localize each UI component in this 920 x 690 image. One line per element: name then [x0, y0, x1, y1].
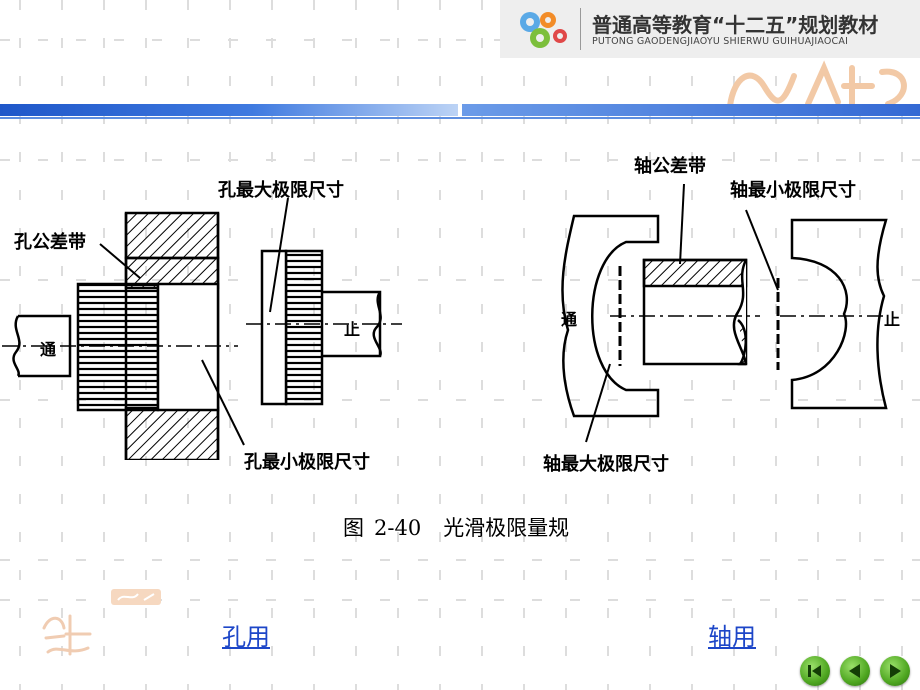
shaft-go-mark: 通 [561, 310, 578, 329]
hole-gauge-link[interactable]: 孔用 [222, 623, 270, 651]
banner-subtitle: PUTONG GAODENGJIAOYU SHIERWU GUIHUAJIAOC… [592, 36, 849, 47]
hole-nogo-mark: 止 [344, 320, 361, 339]
shaft-max-limit-label: 轴最大极限尺寸 [543, 454, 669, 475]
hole-tolerance-label: 孔公差带 [14, 232, 86, 253]
header-bar-left [0, 104, 458, 116]
shaft-min-limit-label: 轴最小极限尺寸 [730, 180, 856, 201]
header-banner [500, 0, 920, 58]
header-rule [0, 117, 920, 119]
shaft-gauge-link[interactable]: 轴用 [708, 623, 756, 651]
decorative-seal-small [111, 589, 161, 605]
shaft-gauge-drawing [561, 183, 888, 443]
hole-min-limit-label: 孔最小极限尺寸 [244, 452, 370, 473]
caption-number: 2-40 [374, 516, 422, 540]
caption-prefix: 图 [343, 516, 364, 540]
hole-gauge-drawing [2, 197, 402, 460]
previous-slide-button[interactable] [840, 656, 870, 686]
previous-icon [849, 664, 860, 678]
next-icon [890, 664, 901, 678]
first-icon [808, 665, 821, 677]
decorative-seal-left [42, 614, 92, 656]
gears-logo-icon [520, 12, 567, 48]
first-slide-button[interactable] [800, 656, 830, 686]
header-bar-right [462, 104, 920, 116]
figure-caption: 图 2-40 光滑极限量规 [343, 512, 569, 542]
banner-title: 普通高等教育“十二五”规划教材 [592, 13, 879, 37]
shaft-nogo-mark: 止 [884, 310, 901, 329]
shaft-tolerance-label: 轴公差带 [634, 156, 706, 177]
next-slide-button[interactable] [880, 656, 910, 686]
decorative-seal-top [727, 60, 907, 109]
banner-divider [580, 8, 581, 50]
caption-text: 光滑极限量规 [443, 516, 570, 540]
hole-go-mark: 通 [40, 340, 57, 359]
hole-max-limit-label: 孔最大极限尺寸 [218, 180, 344, 201]
